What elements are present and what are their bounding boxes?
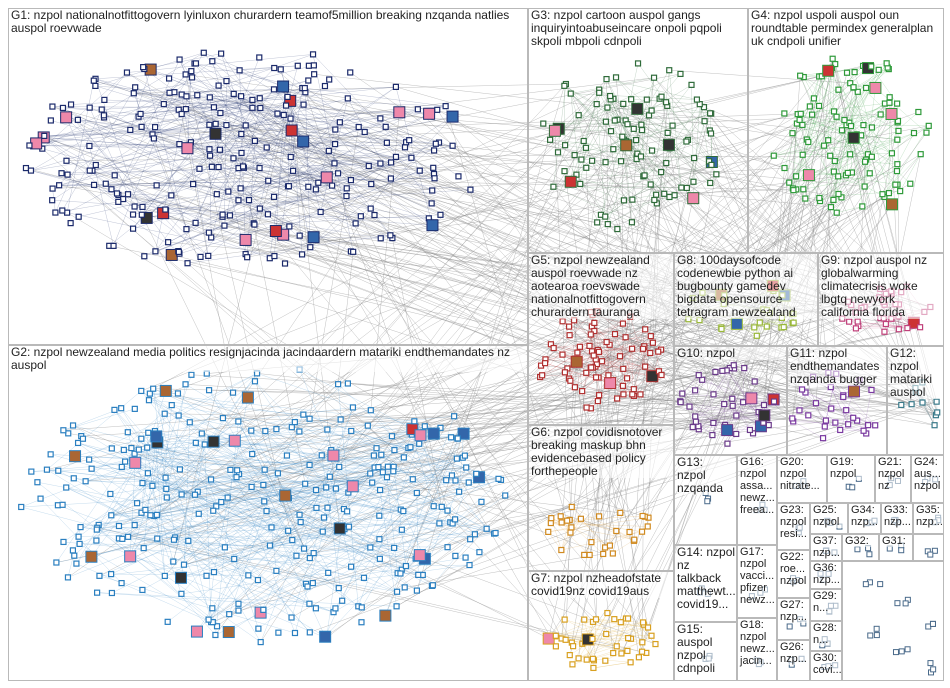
group-g35[interactable]: G35: nzp... [913, 503, 944, 534]
group-g14-label: G14: nzpol nz talkback matthewt... covid… [677, 545, 736, 611]
group-g37-label: G37: nzp... [813, 535, 841, 559]
group-g22[interactable]: G22: roe... nzpol [777, 550, 810, 598]
group-g26[interactable]: G26: nzp... [777, 640, 810, 681]
group-g5[interactable]: G5: nzpol newzealand auspol roevwade nz … [528, 253, 674, 425]
group-g35-label: G35: nzp... [916, 504, 943, 528]
group-g32-label: G32: [845, 535, 878, 547]
group-small-cluster[interactable] [842, 561, 944, 681]
group-g33[interactable]: G33: nzp... [881, 503, 913, 534]
group-g31-label: G31: [882, 535, 912, 547]
group-g20-label: G20: nzpol nitrate... [780, 456, 826, 492]
group-g6[interactable]: G6: nzpol covidisnotover breaking maskup… [528, 425, 674, 571]
group-g13[interactable]: G13: nzpol nzqanda [674, 455, 737, 545]
group-g23[interactable]: G23: nzpol resi... [777, 503, 810, 550]
group-g31[interactable]: G31: [879, 534, 913, 561]
group-g25[interactable]: G25: nzpol [810, 503, 848, 534]
group-g11-label: G11: nzpol endthemandates nzqanda bugger [790, 347, 886, 386]
group-g17[interactable]: G17: nzpol vacci... pfizer newz... [737, 545, 777, 618]
group-g9-label: G9: nzpol auspol nz globalwarming climat… [821, 254, 939, 319]
group-g3[interactable]: G3: nzpol cartoon auspol gangs inquiryin… [528, 8, 748, 253]
group-g14[interactable]: G14: nzpol nz talkback matthewt... covid… [674, 545, 737, 622]
group-g28-label: G28: n... [813, 622, 841, 646]
group-g8-label: G8: 100daysofcode codenewbie python ai b… [677, 254, 817, 319]
group-g7[interactable]: G7: nzpol nzheadofstate covid19nz covid1… [528, 571, 674, 681]
group-g24[interactable]: G24: aus... nzpol [911, 455, 944, 503]
group-g11[interactable]: G11: nzpol endthemandates nzqanda bugger [787, 346, 887, 455]
group-g15[interactable]: G15: auspol nzpol cdnpoli [674, 622, 737, 681]
group-g30-label: G30: covi... [813, 652, 841, 676]
group-g29-label: G29: n... [813, 590, 841, 614]
group-g33-label: G33: nzp... [884, 504, 912, 528]
group-g27[interactable]: G27: nzp... [777, 598, 810, 640]
group-g26-label: G26: nzp... [780, 641, 809, 665]
group-g17-label: G17: nzpol vacci... pfizer newz... [740, 546, 776, 606]
group-g2[interactable]: G2: nzpol newzealand media politics resi… [8, 345, 528, 681]
group-g7-label: G7: nzpol nzheadofstate covid19nz covid1… [531, 572, 673, 598]
group-g4-label: G4: nzpol uspoli auspol oun roundtable p… [751, 9, 943, 48]
group-g23-label: G23: nzpol resi... [780, 504, 809, 540]
group-g32[interactable]: G32: [842, 534, 879, 561]
group-g21-label: G21: nzpol nz [878, 456, 910, 492]
group-g8[interactable]: G8: 100daysofcode codenewbie python ai b… [674, 253, 818, 346]
group-g21[interactable]: G21: nzpol nz [875, 455, 911, 503]
group-g19[interactable]: G19: nzpol [827, 455, 875, 503]
group-g19-label: G19: nzpol [830, 456, 874, 480]
group-g4x[interactable] [913, 534, 944, 561]
group-g16-label: G16: nzpol assa... newz... freea... [740, 456, 776, 516]
group-g20[interactable]: G20: nzpol nitrate... [777, 455, 827, 503]
group-g37[interactable]: G37: nzp... [810, 534, 842, 561]
group-g22-label: G22: roe... nzpol [780, 551, 809, 587]
group-g9[interactable]: G9: nzpol auspol nz globalwarming climat… [818, 253, 944, 346]
group-g5-label: G5: nzpol newzealand auspol roevwade nz … [531, 254, 673, 319]
group-g25-label: G25: nzpol [813, 504, 847, 528]
group-g29[interactable]: G29: n... [810, 589, 842, 621]
group-g2-label: G2: nzpol newzealand media politics resi… [11, 346, 526, 372]
group-g13-label: G13: nzpol nzqanda [677, 456, 735, 495]
group-g12-label: G12: nzpol matariki auspol [890, 347, 940, 399]
group-g34[interactable]: G34: nzp... [848, 503, 881, 534]
group-g10-label: G10: nzpol [677, 347, 785, 360]
group-g30[interactable]: G30: covi... [810, 651, 842, 681]
group-g1[interactable]: G1: nzpol nationalnotfittogovern lyinlux… [8, 8, 528, 345]
group-g27-label: G27: nzp... [780, 599, 809, 623]
group-g4[interactable]: G4: nzpol uspoli auspol oun roundtable p… [748, 8, 944, 253]
group-g24-label: G24: aus... nzpol [914, 456, 943, 492]
group-g1-label: G1: nzpol nationalnotfittogovern lyinlux… [11, 9, 521, 35]
group-g36-label: G36: nzp... [813, 562, 841, 586]
group-g10[interactable]: G10: nzpol [674, 346, 787, 455]
group-g18[interactable]: G18: nzpol newz... jacin... [737, 618, 777, 681]
group-g28[interactable]: G28: n... [810, 621, 842, 651]
group-g36[interactable]: G36: nzp... [810, 561, 842, 589]
group-g15-label: G15: auspol nzpol cdnpoli [677, 623, 736, 675]
group-g34-label: G34: nzp... [851, 504, 880, 528]
group-g6-label: G6: nzpol covidisnotover breaking maskup… [531, 426, 673, 478]
group-g16[interactable]: G16: nzpol assa... newz... freea... [737, 455, 777, 545]
group-g18-label: G18: nzpol newz... jacin... [740, 619, 776, 667]
group-g3-label: G3: nzpol cartoon auspol gangs inquiryin… [531, 9, 741, 48]
group-g12[interactable]: G12: nzpol matariki auspol [887, 346, 944, 455]
